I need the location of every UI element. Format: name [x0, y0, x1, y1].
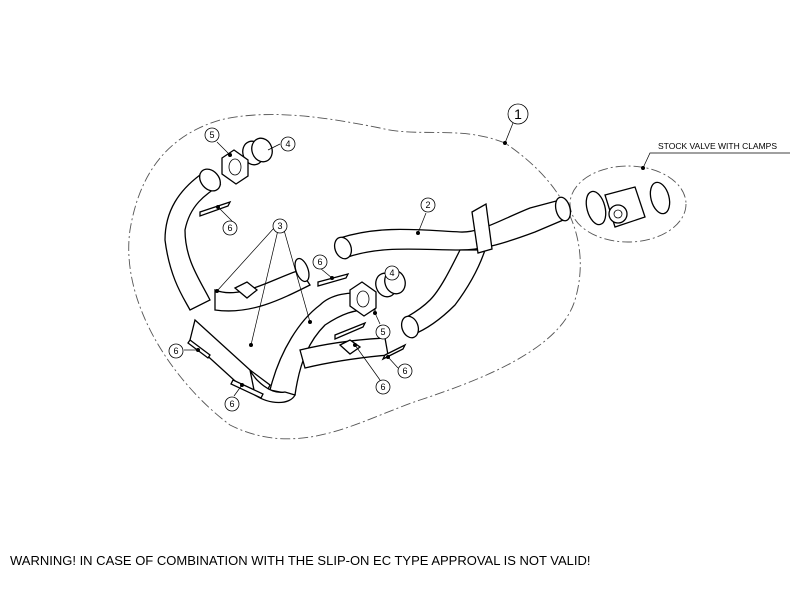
svg-text:6: 6	[229, 399, 234, 409]
callout-6: 6	[168, 343, 184, 359]
stock-valve-label: STOCK VALVE WITH CLAMPS	[658, 141, 777, 151]
svg-text:6: 6	[402, 366, 407, 376]
stock-valve	[585, 181, 671, 228]
svg-text:5: 5	[380, 327, 385, 337]
warning-text: WARNING! IN CASE OF COMBINATION WITH THE…	[10, 553, 591, 568]
callout-5: 5	[375, 324, 391, 340]
callout-5: 5	[204, 127, 220, 143]
callout-2: 2	[420, 197, 436, 213]
callout-6: 6	[312, 254, 328, 270]
callout-6: 6	[224, 396, 240, 412]
callout-3: 3	[272, 218, 288, 234]
flanges	[221, 149, 377, 317]
svg-text:4: 4	[285, 139, 290, 149]
svg-text:6: 6	[227, 223, 232, 233]
header-pipes	[164, 168, 389, 404]
link-pipe	[333, 196, 572, 339]
svg-text:6: 6	[173, 346, 178, 356]
callout-1: 1	[507, 103, 529, 125]
gaskets	[242, 137, 406, 298]
svg-text:5: 5	[209, 130, 214, 140]
svg-text:6: 6	[317, 257, 322, 267]
callout-6: 6	[397, 363, 413, 379]
callout-4: 4	[280, 136, 296, 152]
svg-text:1: 1	[514, 106, 522, 122]
valve-boundary	[569, 165, 687, 243]
assembly-boundary	[128, 114, 581, 440]
svg-text:6: 6	[380, 382, 385, 392]
callout-4: 4	[384, 265, 400, 281]
svg-text:4: 4	[389, 268, 394, 278]
callout-6: 6	[375, 379, 391, 395]
svg-text:3: 3	[277, 221, 282, 231]
svg-text:2: 2	[425, 200, 430, 210]
callout-6: 6	[222, 220, 238, 236]
